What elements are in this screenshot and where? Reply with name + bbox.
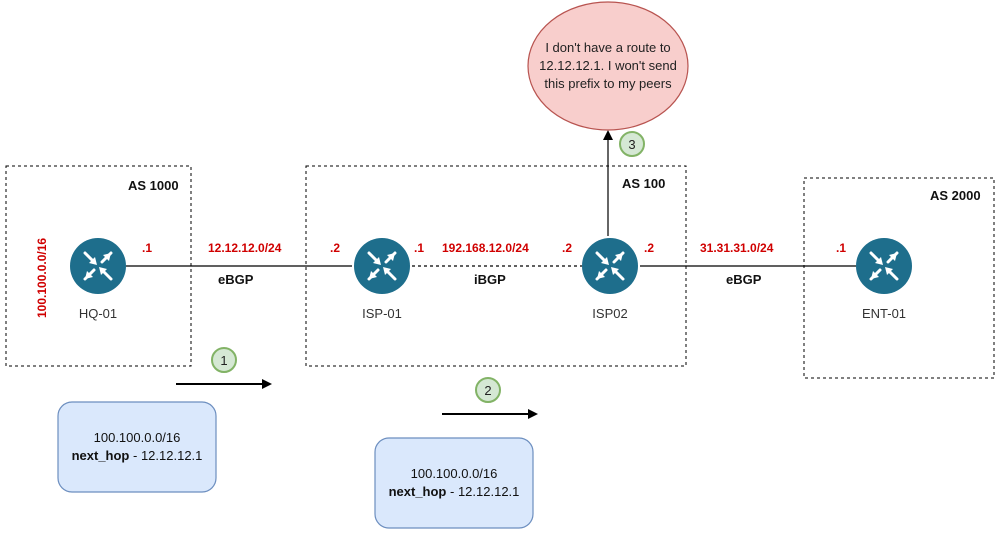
link3-subnet-label: 31.31.31.0/24 <box>700 241 774 255</box>
step-2-number: 2 <box>484 383 491 398</box>
as1000-label: AS 1000 <box>128 178 179 193</box>
update-1-next-hop: next_hop - 12.12.12.1 <box>72 448 203 463</box>
bubble-line-1: I don't have a route to <box>545 40 670 55</box>
link3-protocol-label: eBGP <box>726 272 762 287</box>
bubble-line-2: 12.12.12.1. I won't send <box>539 58 677 73</box>
router-ent <box>856 238 912 294</box>
isp1-left-interface-label: .2 <box>330 241 340 255</box>
as100-label: AS 100 <box>622 176 665 191</box>
link1-subnet-label: 12.12.12.0/24 <box>208 241 282 255</box>
step-2-marker <box>475 377 501 403</box>
router-isp2 <box>582 238 638 294</box>
router-isp1-name: ISP-01 <box>362 306 402 321</box>
step-3-marker <box>619 131 645 157</box>
router-ent-name: ENT-01 <box>862 306 906 321</box>
as2000-box <box>803 177 995 379</box>
update-1-prefix: 100.100.0.0/16 <box>94 430 181 445</box>
router-isp1-body <box>354 238 410 294</box>
ent-interface-label: .1 <box>836 241 846 255</box>
update-1-next-hop-value: - 12.12.12.1 <box>129 448 202 463</box>
route-warning-bubble <box>527 1 689 131</box>
router-hq <box>70 238 126 294</box>
isp2-right-interface-label: .2 <box>644 241 654 255</box>
router-hq-name: HQ-01 <box>79 306 117 321</box>
isp2-left-interface-label: .2 <box>562 241 572 255</box>
update-2-prefix: 100.100.0.0/16 <box>411 466 498 481</box>
update-1-next-hop-label: next_hop <box>72 448 130 463</box>
update-box-1 <box>57 401 217 493</box>
hq-prefix-label: 100.100.0.0/16 <box>35 238 49 318</box>
as2000-label: AS 2000 <box>930 188 981 203</box>
router-ent-body <box>856 238 912 294</box>
update-box-2 <box>374 437 534 529</box>
router-isp1 <box>354 238 410 294</box>
link2-subnet-label: 192.168.12.0/24 <box>442 241 529 255</box>
bubble-line-3: this prefix to my peers <box>544 76 672 91</box>
update-2-next-hop-label: next_hop <box>389 484 447 499</box>
update-2-next-hop: next_hop - 12.12.12.1 <box>389 484 520 499</box>
update-2-next-hop-value: - 12.12.12.1 <box>446 484 519 499</box>
router-hq-body <box>70 238 126 294</box>
isp1-right-interface-label: .1 <box>414 241 424 255</box>
step-1-number: 1 <box>220 353 227 368</box>
link1-protocol-label: eBGP <box>218 272 254 287</box>
step-1-marker <box>211 347 237 373</box>
link2-protocol-label: iBGP <box>474 272 506 287</box>
hq-interface-label: .1 <box>142 241 152 255</box>
step-3-number: 3 <box>628 137 635 152</box>
router-isp2-body <box>582 238 638 294</box>
router-isp2-name: ISP02 <box>592 306 627 321</box>
